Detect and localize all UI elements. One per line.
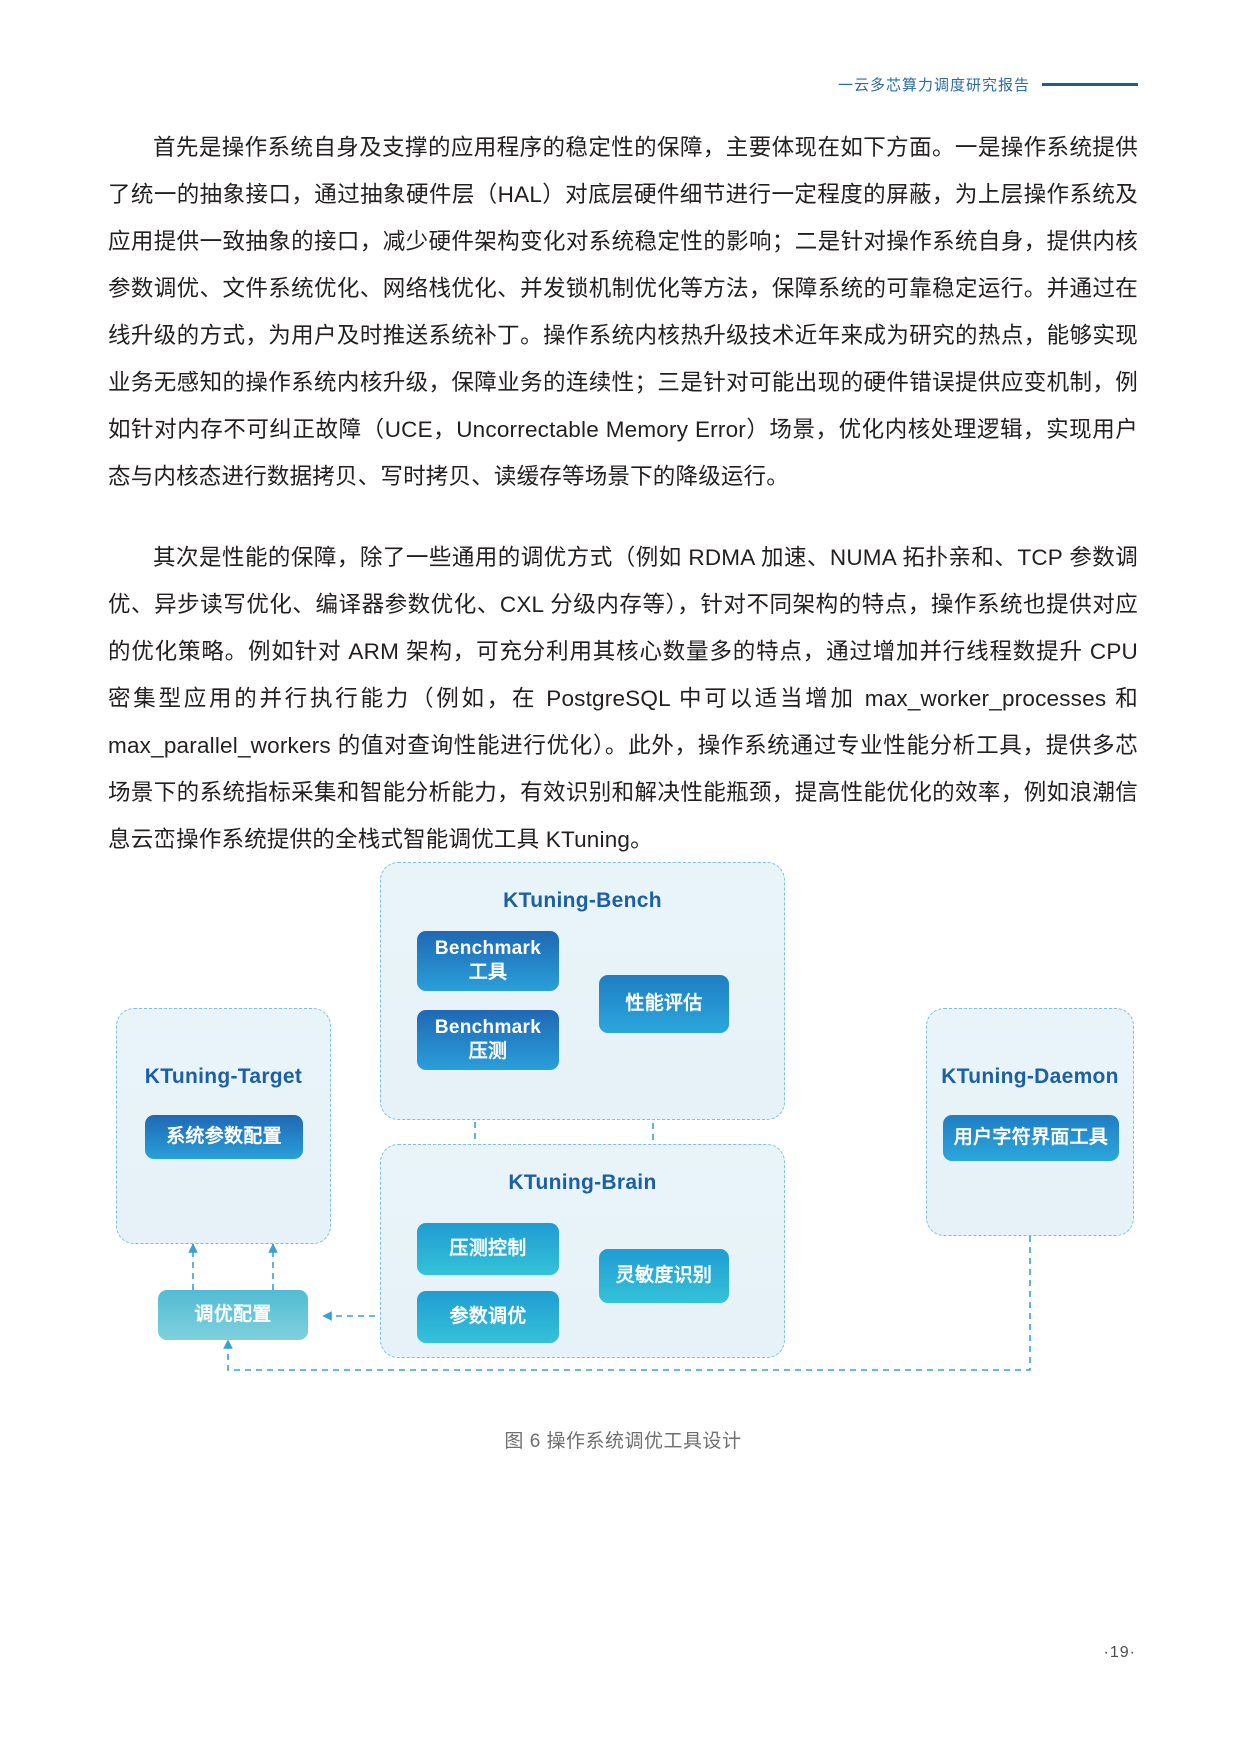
- group-ktuning-target: KTuning-Target 系统参数配置: [116, 1008, 331, 1244]
- header-rule: [1042, 83, 1138, 86]
- connector-daemon-loop: [223, 1236, 1031, 1371]
- page-number: ·19·: [1103, 1644, 1136, 1661]
- group-title-ktuning-bench: KTuning-Bench: [503, 889, 662, 912]
- paragraph-1: 首先是操作系统自身及支撑的应用程序的稳定性的保障，主要体现在如下方面。一是操作系…: [108, 135, 1138, 489]
- node-benchmark-stress[interactable]: Benchmark 压测: [417, 1010, 559, 1070]
- group-ktuning-brain: KTuning-Brain 压测控制 灵敏度识别 参数调优: [380, 1144, 785, 1358]
- node-tuning-config[interactable]: 调优配置: [158, 1290, 308, 1340]
- group-title-ktuning-brain: KTuning-Brain: [508, 1171, 657, 1194]
- group-ktuning-daemon: KTuning-Daemon 用户字符界面工具: [926, 1008, 1134, 1236]
- document-body: 首先是操作系统自身及支撑的应用程序的稳定性的保障，主要体现在如下方面。一是操作系…: [108, 124, 1138, 897]
- figure-caption: 图 6 操作系统调优工具设计: [504, 1431, 742, 1452]
- node-benchmark-tool[interactable]: Benchmark 工具: [417, 931, 559, 991]
- node-performance-eval[interactable]: 性能评估: [599, 975, 729, 1033]
- node-system-param-config[interactable]: 系统参数配置: [145, 1115, 303, 1159]
- paragraph-2: 其次是性能的保障，除了一些通用的调优方式（例如 RDMA 加速、NUMA 拓扑亲…: [108, 545, 1138, 852]
- group-title-ktuning-target: KTuning-Target: [144, 1065, 303, 1088]
- node-sensitivity-detect[interactable]: 灵敏度识别: [599, 1249, 729, 1303]
- node-user-cli-tool[interactable]: 用户字符界面工具: [943, 1115, 1119, 1161]
- ktuning-architecture-diagram: KTuning-Target 系统参数配置 KTuning-Bench Benc…: [108, 848, 1138, 1418]
- node-param-tuning[interactable]: 参数调优: [417, 1291, 559, 1343]
- node-stress-control[interactable]: 压测控制: [417, 1223, 559, 1275]
- group-title-ktuning-daemon: KTuning-Daemon: [941, 1065, 1119, 1088]
- figure-6: KTuning-Target 系统参数配置 KTuning-Bench Benc…: [108, 848, 1138, 1468]
- page-header: 一云多芯算力调度研究报告: [838, 74, 1138, 95]
- header-title: 一云多芯算力调度研究报告: [837, 77, 1030, 94]
- group-ktuning-bench: KTuning-Bench Benchmark 工具 Benchmark 压测 …: [380, 862, 785, 1120]
